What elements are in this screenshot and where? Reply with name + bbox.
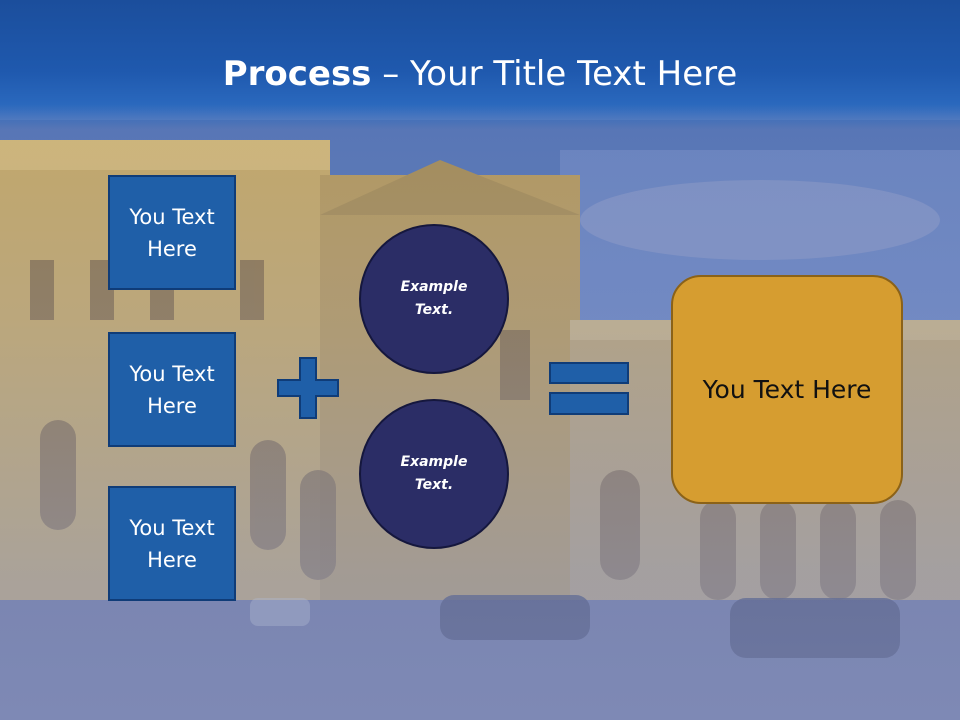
input-box-2[interactable]: You Text Here (108, 332, 236, 447)
input-box-1[interactable]: You Text Here (108, 175, 236, 290)
slide-title: Process – Your Title Text Here (0, 52, 960, 96)
title-bar (0, 0, 960, 130)
title-bold: Process (222, 54, 372, 94)
plus-icon (277, 357, 339, 419)
input-box-3[interactable]: You Text Here (108, 486, 236, 601)
title-rest: – Your Title Text Here (371, 54, 738, 94)
example-circle-2[interactable]: Example Text. (359, 399, 509, 549)
result-box[interactable]: You Text Here (671, 275, 903, 504)
equals-icon (549, 362, 629, 415)
example-circle-1[interactable]: Example Text. (359, 224, 509, 374)
